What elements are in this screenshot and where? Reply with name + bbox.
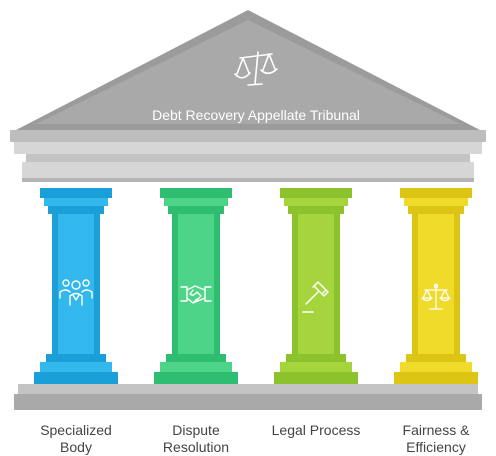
label-fairness-line1: Fairness & xyxy=(402,422,470,438)
temple-base xyxy=(14,384,482,410)
label-specialized-line1: Specialized xyxy=(40,422,112,438)
label-dispute-line1: Dispute xyxy=(172,422,220,438)
roof-scales-icon xyxy=(234,51,278,86)
scales-icon xyxy=(421,283,451,310)
label-specialized-line2: Body xyxy=(60,439,92,455)
pillar-dispute xyxy=(154,188,238,384)
pillar-legal xyxy=(274,188,358,384)
label-dispute: Dispute Resolution xyxy=(131,422,261,456)
label-legal: Legal Process xyxy=(251,422,381,439)
label-fairness: Fairness & Efficiency xyxy=(371,422,496,456)
roof-entablature xyxy=(14,142,482,154)
base-step-bottom xyxy=(14,394,482,410)
pillar-fairness xyxy=(394,188,478,384)
temple-roof: Debt Recovery Appellate Tribunal xyxy=(10,10,486,182)
roof-cornice xyxy=(10,130,486,142)
label-fairness-line2: Efficiency xyxy=(406,439,466,455)
roof-architrave xyxy=(22,162,474,178)
base-step-top xyxy=(18,384,478,394)
label-dispute-line2: Resolution xyxy=(162,439,230,455)
page-title: Debt Recovery Appellate Tribunal xyxy=(152,107,360,123)
roof-shadow-line xyxy=(22,178,474,182)
people-group-icon xyxy=(59,279,93,306)
pillar-specialized xyxy=(34,188,118,384)
label-legal-line1: Legal Process xyxy=(271,422,361,438)
handshake-icon xyxy=(180,285,212,304)
label-specialized: Specialized Body xyxy=(11,422,141,456)
gavel-icon xyxy=(302,281,329,313)
roof-frieze xyxy=(26,154,470,162)
